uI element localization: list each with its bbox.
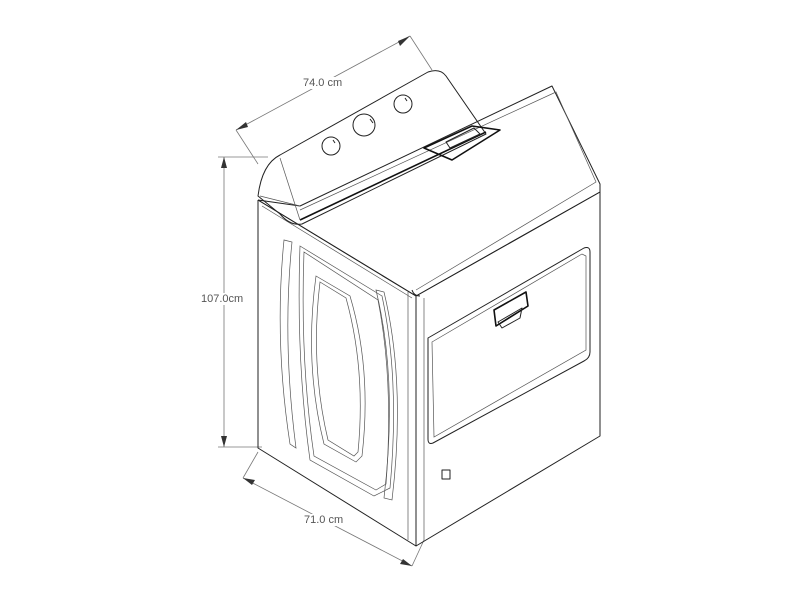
width-dimension-line bbox=[235, 35, 433, 165]
front-badge bbox=[441, 469, 451, 480]
depth-dimension-label: 71.0 cm bbox=[303, 514, 345, 526]
width-dimension-label: 74.0 cm bbox=[302, 77, 344, 89]
control-knob-2[interactable] bbox=[352, 113, 376, 137]
top-panel bbox=[257, 85, 601, 297]
height-dimension-label: 107.0cm bbox=[200, 293, 245, 305]
side-panel bbox=[257, 199, 417, 547]
door-handle[interactable] bbox=[493, 291, 529, 329]
depth-dimension-line bbox=[242, 451, 425, 567]
front-panel bbox=[407, 191, 601, 547]
control-knob-3[interactable] bbox=[393, 94, 413, 114]
front-door bbox=[427, 247, 591, 444]
lint-filter[interactable] bbox=[423, 125, 501, 161]
control-console bbox=[257, 70, 487, 225]
control-knob-1[interactable] bbox=[321, 136, 341, 156]
